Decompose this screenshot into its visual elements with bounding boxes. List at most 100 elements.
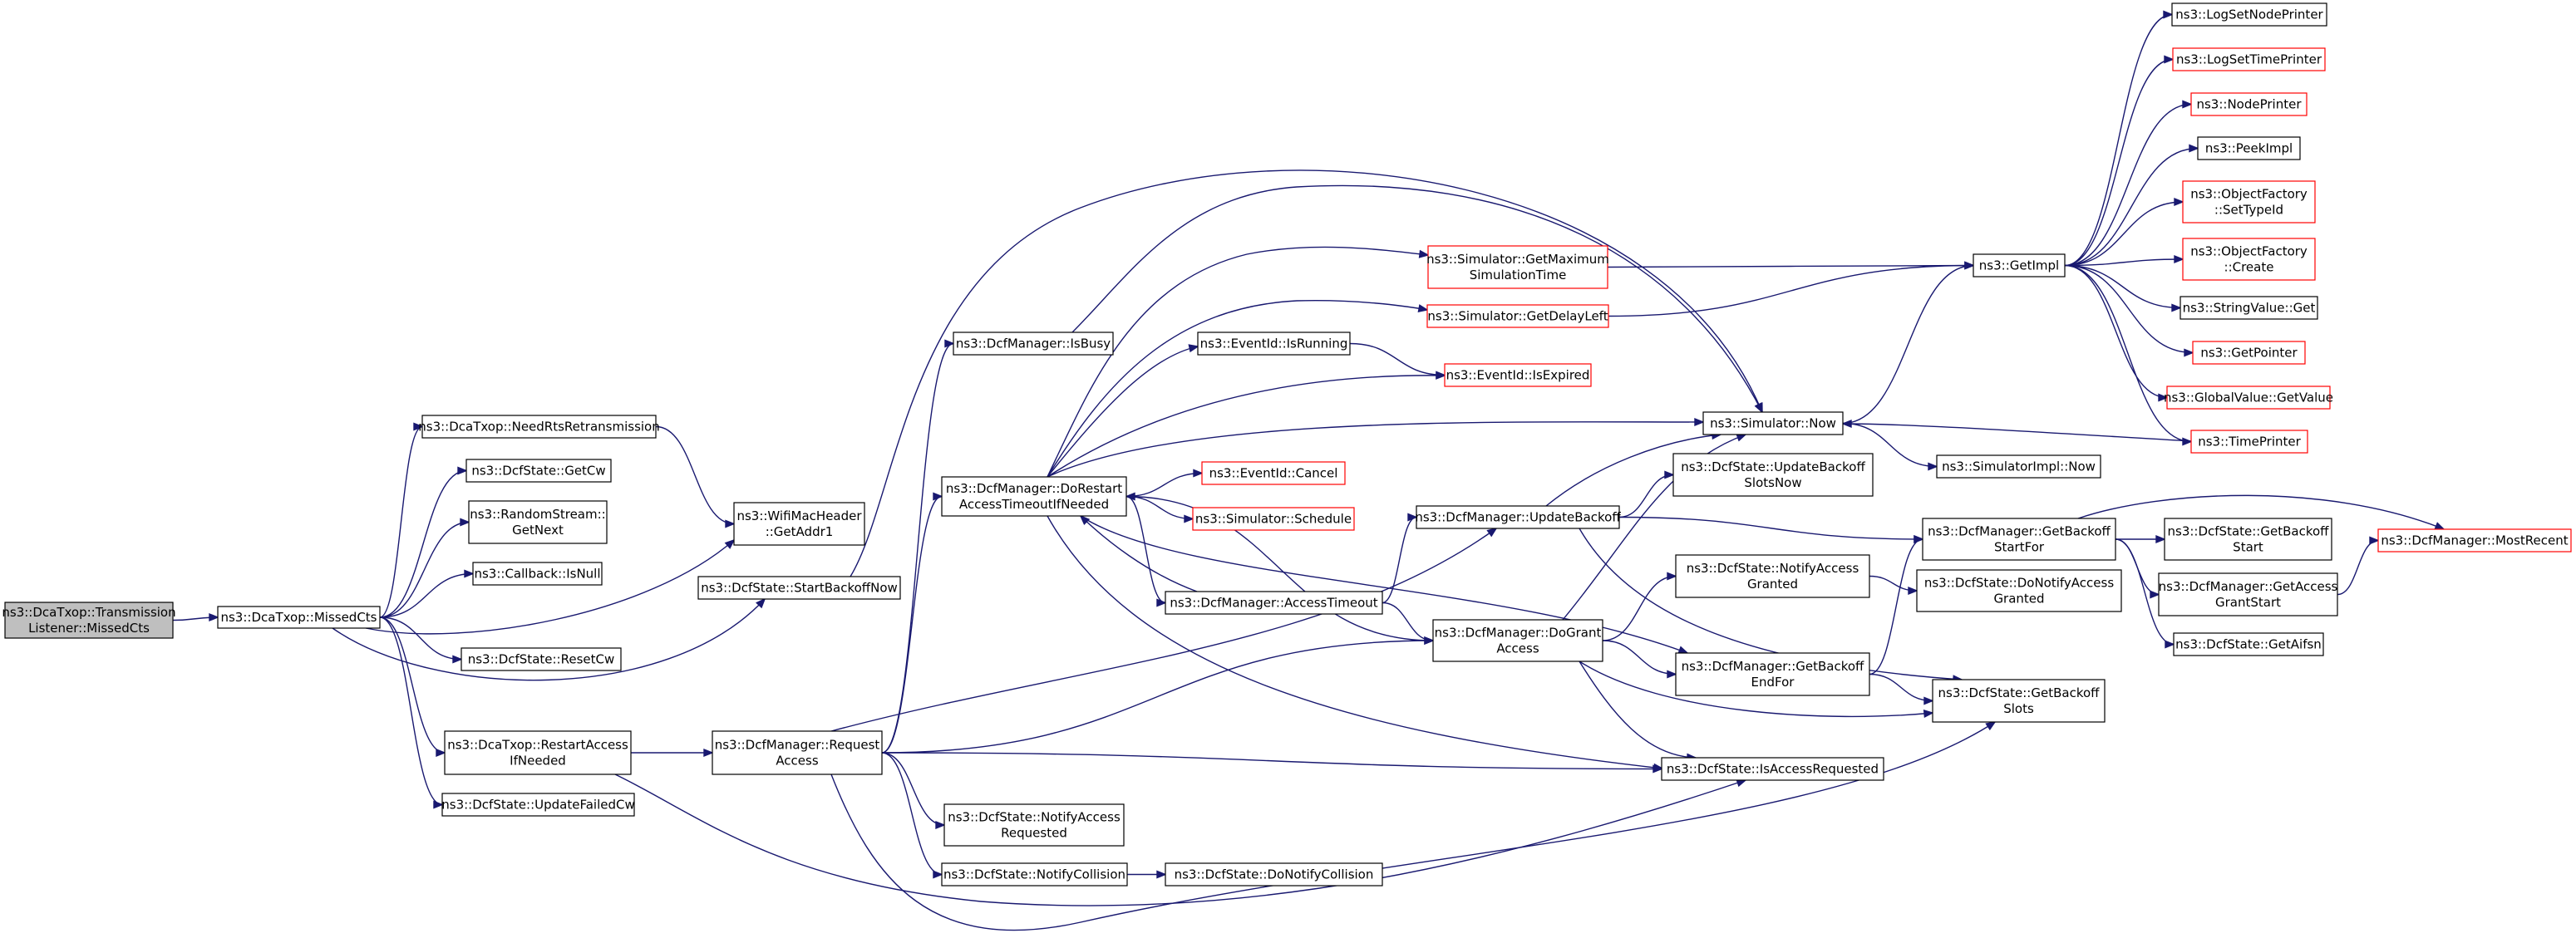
node-label: ns3::DcfState::DoNotifyCollision: [1175, 867, 1374, 882]
node-box: [941, 862, 1128, 887]
node-isexpired[interactable]: ns3::EventId::IsExpired: [1444, 363, 1592, 387]
node-simimplnow[interactable]: ns3::SimulatorImpl::Now: [1936, 454, 2101, 479]
call-edge-getimpl-to-globalvalueget: [2064, 264, 2169, 402]
node-box: [2166, 386, 2331, 410]
node-label: ns3::ObjectFactory: [2190, 244, 2308, 259]
node-box: [468, 500, 608, 544]
node-box: [1675, 554, 1870, 598]
node-logsettimeprinter[interactable]: ns3::LogSetTimePrinter: [2172, 47, 2326, 71]
node-cancel[interactable]: ns3::EventId::Cancel: [1201, 461, 1346, 485]
node-label: ns3::DcfState::GetBackoff: [2168, 524, 2330, 539]
node-updatebackoff[interactable]: ns3::DcfManager::UpdateBackoff: [1415, 505, 1621, 529]
node-box: [2197, 136, 2301, 160]
call-edge-isrunning-to-isexpired: [1349, 342, 1446, 380]
call-edge-requestaccess-to-dorestart: [881, 492, 943, 754]
node-simnow[interactable]: ns3::Simulator::Now: [1702, 411, 1844, 435]
call-edge-getimpl-to-getpointer: [2064, 264, 2194, 357]
node-isaccessrequested[interactable]: ns3::DcfState::IsAccessRequested: [1661, 757, 1884, 781]
node-label: Slots: [2003, 701, 2034, 716]
node-getcw[interactable]: ns3::DcfState::GetCw: [465, 459, 612, 483]
node-timeprinter[interactable]: ns3::TimePrinter: [2190, 430, 2308, 454]
node-isrunning[interactable]: ns3::EventId::IsRunning: [1197, 332, 1351, 356]
call-edge-getimpl-to-logsetnodeprinter: [2064, 10, 2174, 267]
node-box: [1916, 569, 2122, 612]
call-edge-missedcts-to-callbackisnull: [379, 569, 475, 618]
call-edge-dorestart-to-isaccessrequested: [1047, 515, 1664, 772]
node-box: [1192, 507, 1355, 531]
node-box: [441, 793, 635, 817]
call-edge-getimpl-to-nodeprinter: [2064, 100, 2193, 267]
node-box: [1426, 304, 1609, 328]
node-label: ns3::DcfState::ResetCw: [468, 652, 615, 667]
node-setypeid[interactable]: ns3::ObjectFactory::SetTypeId: [2182, 180, 2316, 223]
node-ofcreate[interactable]: ns3::ObjectFactory::Create: [2182, 238, 2316, 281]
node-label: ns3::DcfManager::AccessTimeout: [1170, 596, 1377, 611]
node-startbackoffnow[interactable]: ns3::DcfState::StartBackoffNow: [697, 576, 901, 600]
node-getpointer[interactable]: ns3::GetPointer: [2192, 341, 2306, 365]
node-label: ns3::RandomStream::: [470, 507, 605, 522]
node-label: ns3::StringValue::Get: [2183, 301, 2316, 316]
node-notifycollision[interactable]: ns3::DcfState::NotifyCollision: [941, 862, 1128, 887]
node-stringvalueget[interactable]: ns3::StringValue::Get: [2180, 296, 2318, 320]
node-dorestart[interactable]: ns3::DcfManager::DoRestartAccessTimeoutI…: [941, 476, 1127, 517]
node-randomgetnext[interactable]: ns3::RandomStream::GetNext: [468, 500, 608, 544]
call-edge-requestaccess-to-updatebackoff: [830, 527, 1498, 732]
call-edge-isbusy-to-simnow: [1071, 184, 1763, 414]
node-getaifsn[interactable]: ns3::DcfState::GetAifsn: [2173, 632, 2324, 656]
node-label: Granted: [1747, 577, 1798, 592]
node-label: ns3::DcaTxop::MissedCts: [220, 610, 377, 625]
node-box: [2182, 238, 2316, 281]
node-box: [1201, 461, 1346, 485]
node-getdelayleft[interactable]: ns3::Simulator::GetDelayLeft: [1426, 304, 1609, 328]
node-needrts[interactable]: ns3::DcaTxop::NeedRtsRetransmission: [418, 415, 660, 439]
node-callbackisnull[interactable]: ns3::Callback::IsNull: [472, 562, 603, 586]
call-edge-getbackoffstartfor-to-getaifsn: [2115, 538, 2175, 649]
node-getimpl[interactable]: ns3::GetImpl: [1973, 253, 2066, 277]
node-label: ::SetTypeId: [2214, 203, 2283, 218]
node-getaddr1[interactable]: ns3::WifiMacHeader::GetAddr1: [733, 502, 865, 546]
node-label: ns3::ObjectFactory: [2190, 187, 2308, 202]
node-box: [2164, 518, 2332, 561]
node-label: ns3::SimulatorImpl::Now: [1942, 459, 2096, 474]
node-resetcw[interactable]: ns3::DcfState::ResetCw: [461, 647, 622, 671]
node-globalvalueget[interactable]: ns3::GlobalValue::GetValue: [2164, 386, 2333, 410]
node-root[interactable]: ns3::DcaTxop::TransmissionListener::Miss…: [2, 602, 176, 639]
call-edge-accesstimeout-to-dorestart: [1079, 514, 1198, 592]
node-box: [733, 502, 865, 546]
node-missedcts[interactable]: ns3::DcaTxop::MissedCts: [217, 606, 381, 629]
node-accesstimeout[interactable]: ns3::DcfManager::AccessTimeout: [1165, 591, 1383, 615]
node-label: Access: [776, 754, 819, 769]
node-box: [1165, 591, 1383, 615]
node-peekimpl[interactable]: ns3::PeekImpl: [2197, 136, 2301, 160]
call-edge-dorestart-to-accesstimeout: [1125, 495, 1167, 607]
node-label: ns3::TimePrinter: [2198, 435, 2301, 449]
node-donotifycollision[interactable]: ns3::DcfState::DoNotifyCollision: [1165, 862, 1383, 887]
node-label: ns3::DcfState::NotifyAccess: [1687, 561, 1859, 576]
node-mostrecent[interactable]: ns3::DcfManager::MostRecent: [2377, 528, 2572, 553]
node-label: ns3::DcfState::GetAifsn: [2175, 637, 2322, 652]
node-label: GetNext: [512, 523, 564, 538]
node-nodeprinter[interactable]: ns3::NodePrinter: [2190, 92, 2308, 116]
node-updatefailedcw[interactable]: ns3::DcfState::UpdateFailedCw: [441, 793, 635, 817]
node-box: [2158, 572, 2338, 616]
call-edge-dorestart-to-getdelayleft: [1047, 300, 1429, 478]
node-logsetnodeprinter[interactable]: ns3::LogSetNodePrinter: [2171, 2, 2327, 27]
node-label: ns3::PeekImpl: [2205, 141, 2293, 156]
node-box: [1432, 619, 1603, 662]
node-schedule[interactable]: ns3::Simulator::Schedule: [1192, 507, 1355, 531]
node-isbusy[interactable]: ns3::DcfManager::IsBusy: [953, 332, 1114, 356]
